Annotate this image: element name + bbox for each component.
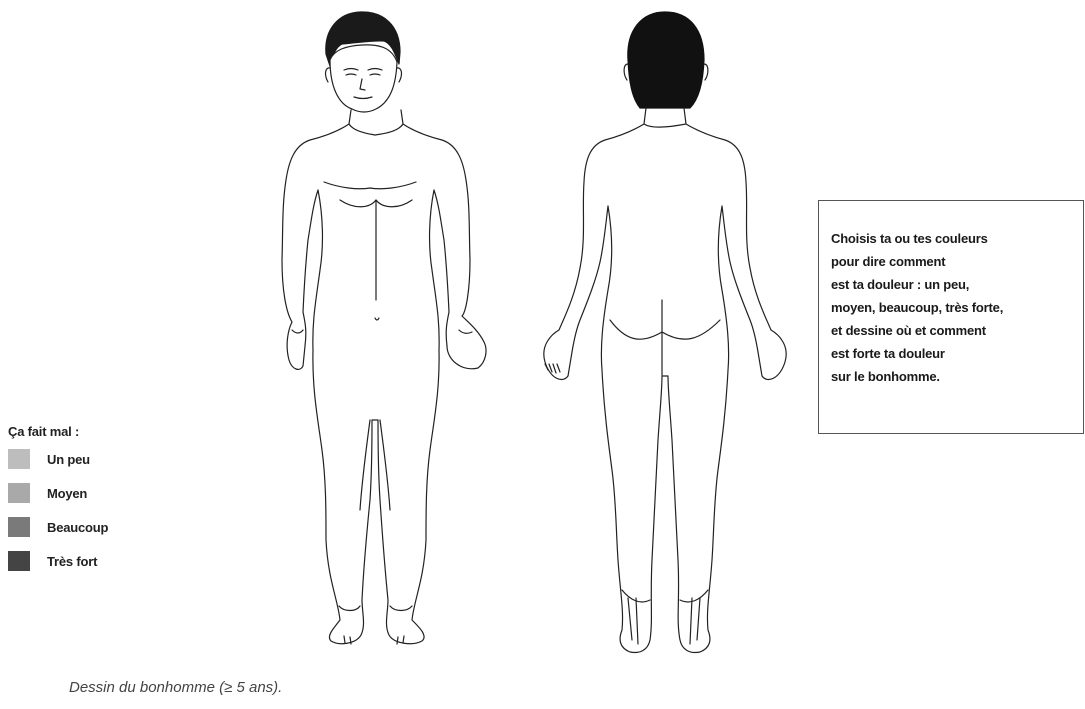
swatch-tres-fort[interactable]	[8, 551, 30, 571]
legend-item[interactable]: Un peu	[8, 447, 108, 471]
back-head-hair	[628, 12, 704, 108]
legend-item[interactable]: Très fort	[8, 549, 108, 573]
instructions-box: Choisis ta ou tes couleurs pour dire com…	[818, 200, 1084, 434]
legend-label: Moyen	[47, 486, 87, 501]
legend-label: Un peu	[47, 452, 90, 467]
figure-caption: Dessin du bonhomme (≥ 5 ans).	[69, 679, 282, 696]
back-body-figure	[544, 12, 786, 653]
instruction-line: moyen, beaucoup, très forte,	[831, 300, 1003, 315]
legend-label: Beaucoup	[47, 520, 108, 535]
instruction-line: et dessine où et comment	[831, 323, 986, 338]
front-body-outline	[282, 110, 486, 644]
front-body-figure	[282, 12, 486, 644]
instruction-line: pour dire comment	[831, 254, 945, 269]
back-body-outline	[544, 108, 786, 653]
legend-item[interactable]: Moyen	[8, 481, 108, 505]
swatch-un-peu[interactable]	[8, 449, 30, 469]
legend-item[interactable]: Beaucoup	[8, 515, 108, 539]
instruction-line: est forte ta douleur	[831, 346, 945, 361]
instruction-line: Choisis ta ou tes couleurs	[831, 231, 988, 246]
instruction-line: est ta douleur : un peu,	[831, 277, 969, 292]
front-face	[330, 45, 397, 112]
swatch-beaucoup[interactable]	[8, 517, 30, 537]
pain-legend: Ça fait mal : Un peu Moyen Beaucoup Très…	[8, 424, 108, 583]
swatch-moyen[interactable]	[8, 483, 30, 503]
instruction-line: sur le bonhomme.	[831, 369, 940, 384]
legend-title: Ça fait mal :	[8, 424, 108, 439]
legend-label: Très fort	[47, 554, 97, 569]
